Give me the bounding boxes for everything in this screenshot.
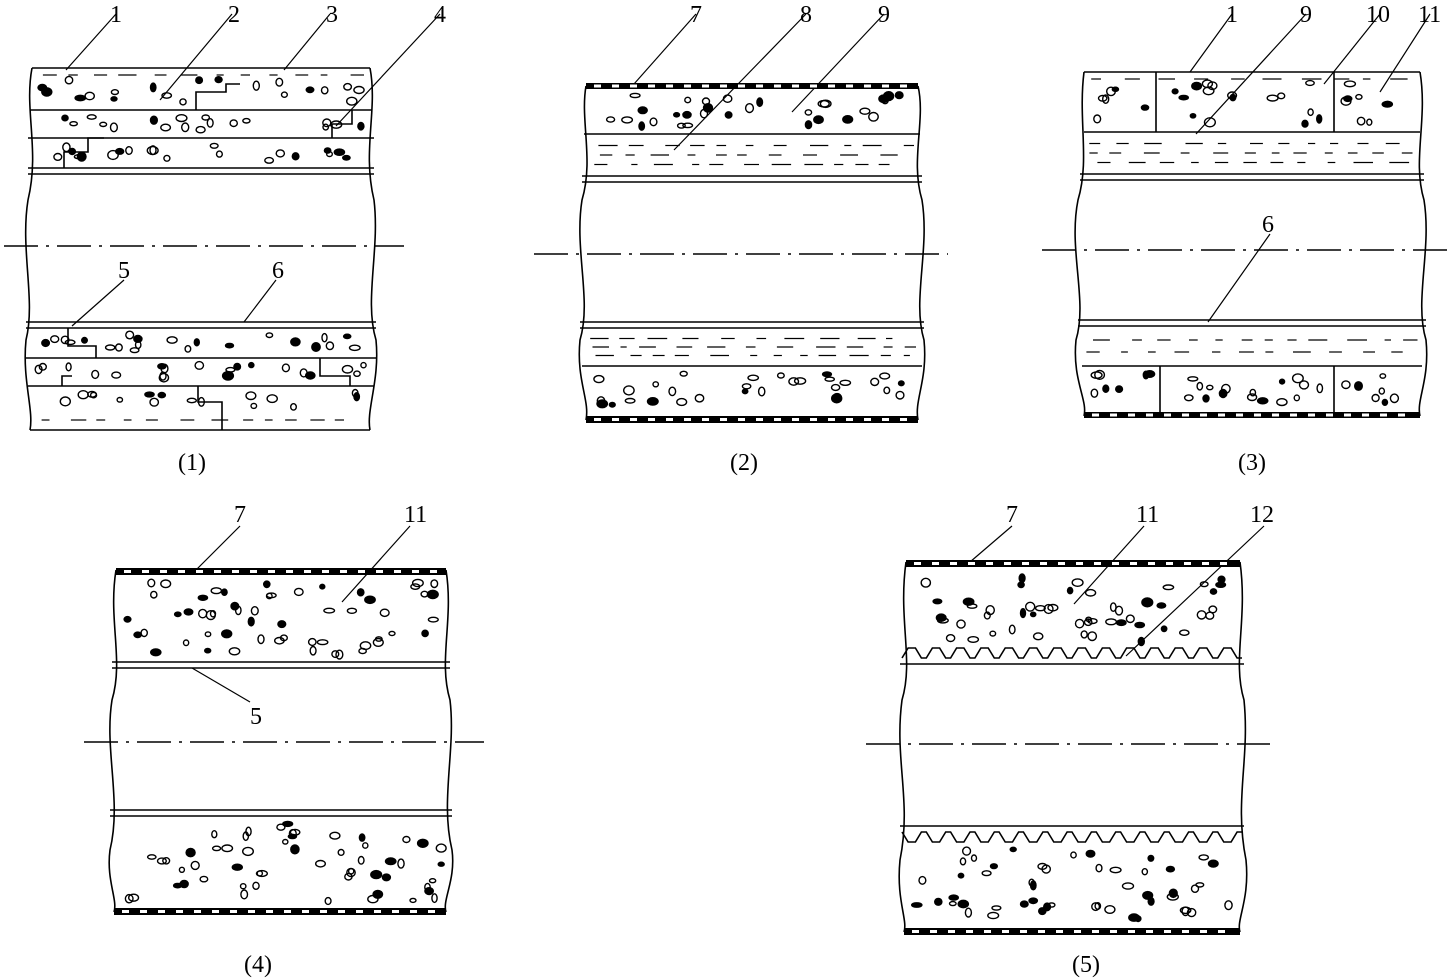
callout-label: 2 (228, 2, 240, 28)
callout-label: 1 (110, 2, 122, 28)
panel-4 (84, 525, 484, 915)
panel-1-left-break (24, 67, 34, 431)
panel-5-bottom-shell (904, 928, 1240, 935)
callout-label: 4 (434, 2, 446, 28)
callout-label: 7 (234, 502, 246, 528)
panel-5 (866, 525, 1270, 935)
callout-label: 7 (690, 2, 702, 28)
callout-labels: 1 2 3 4 5 6 7 8 9 1 9 10 11 6 7 11 5 7 1… (110, 2, 1441, 730)
callout-label: 6 (272, 258, 284, 284)
panel-caption: (1) (178, 450, 206, 476)
panel-2-bottom-shell (586, 416, 918, 423)
panel-3-bottom-shell (1084, 412, 1420, 418)
panel-5-left-break (898, 561, 908, 933)
panel-caption: (3) (1238, 450, 1266, 476)
panel-4-top-shell (116, 568, 446, 575)
panel-caption: (5) (1072, 952, 1100, 978)
panel-2 (534, 13, 948, 423)
panel-4-right-break (444, 569, 454, 913)
callout-label: 11 (404, 502, 427, 528)
material-texture (34, 74, 1418, 933)
panel-caption: (4) (244, 952, 272, 978)
callout-label: 5 (118, 258, 130, 284)
callout-label: 5 (250, 704, 262, 730)
panel-2-right-break (916, 85, 926, 421)
panel-4-left-break (108, 569, 118, 913)
panel-3-right-break (1418, 71, 1428, 417)
callout-label: 9 (1300, 2, 1312, 28)
callout-label: 11 (1418, 2, 1441, 28)
callout-label: 8 (800, 2, 812, 28)
callout-label: 3 (326, 2, 338, 28)
callout-label: 1 (1226, 2, 1238, 28)
panel-3 (1042, 13, 1448, 418)
panel-5-top-shell (906, 560, 1240, 567)
panel-3-left-break (1074, 71, 1086, 417)
panel-caption: (2) (730, 450, 758, 476)
panel-5-bottom-corrugation (901, 831, 1242, 843)
panel-1 (4, 13, 441, 431)
panel-5-right-break (1238, 561, 1248, 933)
panel-2-top-shell (586, 83, 918, 89)
panel-captions: (1) (2) (3) (4) (5) (178, 450, 1266, 978)
callout-label: 7 (1006, 502, 1018, 528)
callout-label: 6 (1262, 212, 1274, 238)
panel-4-bottom-shell (114, 908, 446, 915)
callout-label: 12 (1250, 502, 1274, 528)
panel-1-right-break (368, 67, 378, 431)
panel-2-left-break (578, 85, 588, 421)
callout-label: 10 (1366, 2, 1390, 28)
callout-label: 11 (1136, 502, 1159, 528)
callout-label: 9 (878, 2, 890, 28)
panel-5-top-corrugation (901, 647, 1242, 659)
